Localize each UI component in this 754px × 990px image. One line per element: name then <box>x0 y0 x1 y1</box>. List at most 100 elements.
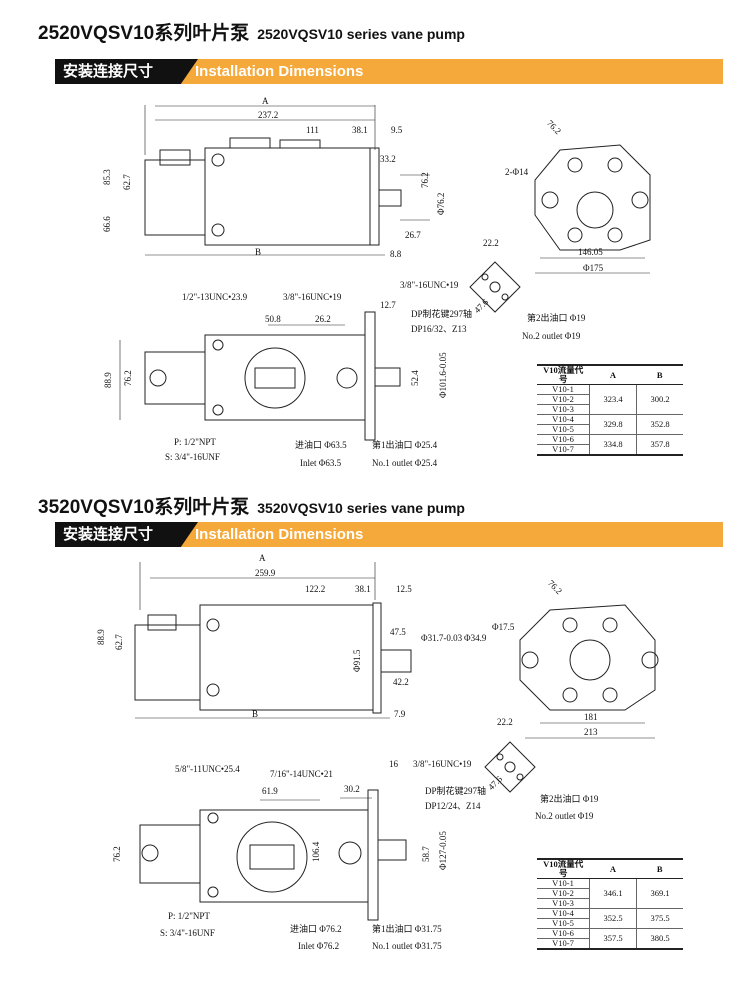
dim-label: 213 <box>584 727 598 737</box>
dim-label: 76.2 <box>123 370 133 386</box>
table-header: B <box>636 364 683 385</box>
dim-label: 进油口 Φ76.2 <box>290 924 342 934</box>
code: V10-2 <box>537 394 590 405</box>
dim-label: 3/8"-16UNC•19 <box>283 292 342 302</box>
value-a: 346.1 <box>589 878 637 909</box>
dim-label: S: 3/4"-16UNF <box>165 452 220 462</box>
title-cn: 3520VQSV10系列叶片泵 <box>38 497 250 518</box>
dim-label: 33.2 <box>380 154 396 164</box>
dim-label: 26.7 <box>405 230 421 240</box>
dim-label: Φ17.5 <box>492 622 515 632</box>
dim-label: P: 1/2"NPT <box>174 437 216 447</box>
dim-label: 76.2 <box>420 172 430 188</box>
dim-label: 76.2 <box>112 846 122 862</box>
dim-label: 52.4 <box>410 370 420 386</box>
dim-label: No.1 outlet Φ31.75 <box>372 941 442 951</box>
code: V10-5 <box>537 424 590 435</box>
end-view-2520 <box>534 144 651 274</box>
value-b: 380.5 <box>636 928 683 950</box>
banner-en: Installation Dimensions <box>195 526 364 543</box>
dim-label: A <box>262 96 269 106</box>
value-a: 357.5 <box>589 928 637 950</box>
dim-label: Inlet Φ63.5 <box>300 458 342 468</box>
value-b: 300.2 <box>636 384 683 415</box>
table-header: V10流量代号 <box>537 364 590 385</box>
dim-label: 122.2 <box>305 584 326 594</box>
dim-label: 7.9 <box>394 709 406 719</box>
banner-cn: 安装连接尺寸 <box>55 522 198 547</box>
dim-label: 30.2 <box>344 784 360 794</box>
table-header: V10流量代号 <box>537 858 590 879</box>
dim-label: 8.8 <box>390 249 402 259</box>
side-view-2520 <box>144 105 430 256</box>
code: V10-3 <box>537 404 590 415</box>
dim-label: 进油口 Φ63.5 <box>295 440 347 450</box>
top-view-2520 <box>119 311 401 441</box>
value-b: 375.5 <box>636 908 683 929</box>
code: V10-2 <box>537 888 590 899</box>
dim-label: 58.7 <box>421 846 431 862</box>
dim-label: 3/8"-16UNC•19 <box>400 280 459 290</box>
dim-label: S: 3/4"-16UNF <box>160 928 215 938</box>
code: V10-6 <box>537 434 590 445</box>
dim-label: 88.9 <box>96 629 106 645</box>
dim-label: 181 <box>584 712 598 722</box>
dim-label: DP16/32、Z13 <box>411 324 467 334</box>
value-a: 334.8 <box>589 434 637 456</box>
dim-label: 12.7 <box>380 300 396 310</box>
value-b: 352.8 <box>636 414 683 435</box>
code: V10-4 <box>537 908 590 919</box>
dim-label: 62.7 <box>114 634 124 650</box>
dim-label: No.2 outlet Φ19 <box>522 331 581 341</box>
flange-3520 <box>484 741 536 793</box>
end-view-3520 <box>519 604 659 739</box>
dim-label: 12.5 <box>396 584 412 594</box>
dim-label: 22.2 <box>497 717 513 727</box>
dim-label: P: 1/2"NPT <box>168 911 210 921</box>
value-a: 329.8 <box>589 414 637 435</box>
title-en: 3520VQSV10 series vane pump <box>257 500 465 516</box>
value-a: 352.5 <box>589 908 637 929</box>
code: V10-4 <box>537 414 590 425</box>
table-header: A <box>589 858 637 879</box>
dim-label: DP制花键297轴 <box>425 786 487 796</box>
dim-label: No.2 outlet Φ19 <box>535 811 594 821</box>
dim-label: 111 <box>306 125 319 135</box>
dim-label: No.1 outlet Φ25.4 <box>372 458 438 468</box>
dim-label: 47.5 <box>390 627 406 637</box>
dim-label: Inlet Φ76.2 <box>298 941 340 951</box>
dim-label: 第1出油口 Φ25.4 <box>372 440 438 450</box>
dim-label: 9.5 <box>391 125 403 135</box>
dim-label: 第1出油口 Φ31.75 <box>372 924 442 934</box>
dim-label: 1/2"-13UNC•23.9 <box>182 292 248 302</box>
dim-label: 61.9 <box>262 786 278 796</box>
dim-label: A <box>259 553 266 563</box>
banner-cn: 安装连接尺寸 <box>55 59 198 84</box>
dim-label: 2-Φ14 <box>505 167 529 177</box>
dim-label: 第2出油口 Φ19 <box>540 794 599 804</box>
dim-label: 26.2 <box>315 314 331 324</box>
value-b: 369.1 <box>636 878 683 909</box>
dim-label: DP制花键297轴 <box>411 309 473 319</box>
dim-label: 88.9 <box>103 372 113 388</box>
dim-label: Φ31.7-0.03 <box>421 633 463 643</box>
code: V10-7 <box>537 938 590 950</box>
value-a: 323.4 <box>589 384 637 415</box>
code: V10-5 <box>537 918 590 929</box>
dim-label: 38.1 <box>355 584 371 594</box>
side-view-3520 <box>134 562 412 719</box>
code: V10-6 <box>537 928 590 939</box>
dim-label: 5/8"-11UNC•25.4 <box>175 764 240 774</box>
dim-label: 259.9 <box>255 568 276 578</box>
